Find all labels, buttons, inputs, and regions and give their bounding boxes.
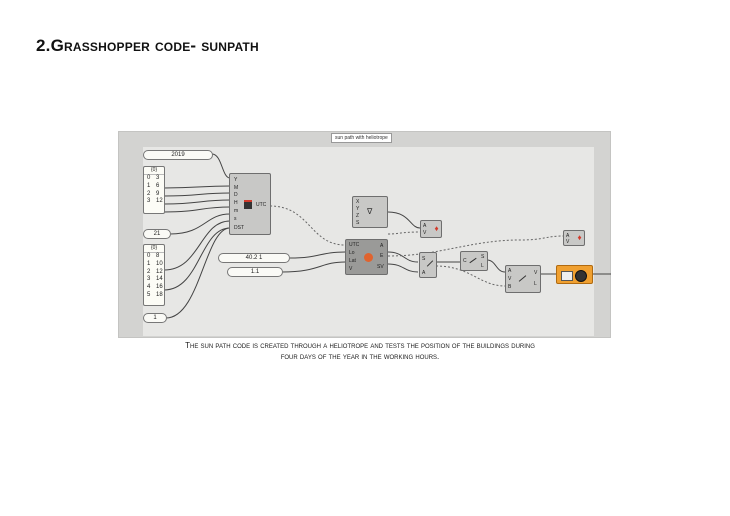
line-node[interactable]: C S L (460, 251, 488, 271)
gear-icon (575, 270, 587, 282)
minute-number-slider[interactable]: 1 (143, 313, 167, 323)
caption-line-1: The sun path code is created through a h… (185, 341, 535, 350)
preview-icon-right: ♦ (577, 233, 582, 242)
construct-date-node[interactable]: Y M D H m s DST UTC (229, 173, 271, 235)
caption-line-2: four days of the year in the working hou… (280, 352, 440, 361)
preview-node-right[interactable]: A V ♦ (563, 230, 585, 246)
vector-icon: ∇ (367, 207, 373, 216)
sun-icon (364, 253, 373, 262)
month-panel-header: {0} (144, 167, 164, 175)
preview-node[interactable]: A V ♦ (420, 220, 442, 238)
vector-node[interactable]: S A (419, 252, 437, 278)
calendar-icon (244, 200, 252, 209)
toggle-icon (561, 271, 573, 281)
day-number-slider[interactable]: 21 (143, 229, 171, 239)
figure-caption: The sun path code is created through a h… (120, 340, 600, 362)
extend-node[interactable]: A V B V L (505, 265, 541, 293)
preview-icon: ♦ (434, 224, 439, 233)
location-number-slider[interactable]: 40.2 1 (218, 253, 290, 263)
deconstruct-vector-node[interactable]: X Y Z S ∇ (352, 196, 388, 228)
group-label: sun path with heliotrope (331, 133, 392, 143)
hour-panel-header: {0} (144, 245, 164, 253)
page-title: 2.Grasshopper code- sunpath (36, 36, 259, 55)
scale-number-slider[interactable]: 1.1 (227, 267, 283, 277)
year-number-slider[interactable]: 2019 (143, 150, 213, 160)
sun-path-node[interactable]: UTC Lo Lat V A E SV (345, 239, 388, 275)
selected-output-node[interactable] (556, 265, 593, 284)
grasshopper-canvas[interactable] (118, 131, 611, 338)
